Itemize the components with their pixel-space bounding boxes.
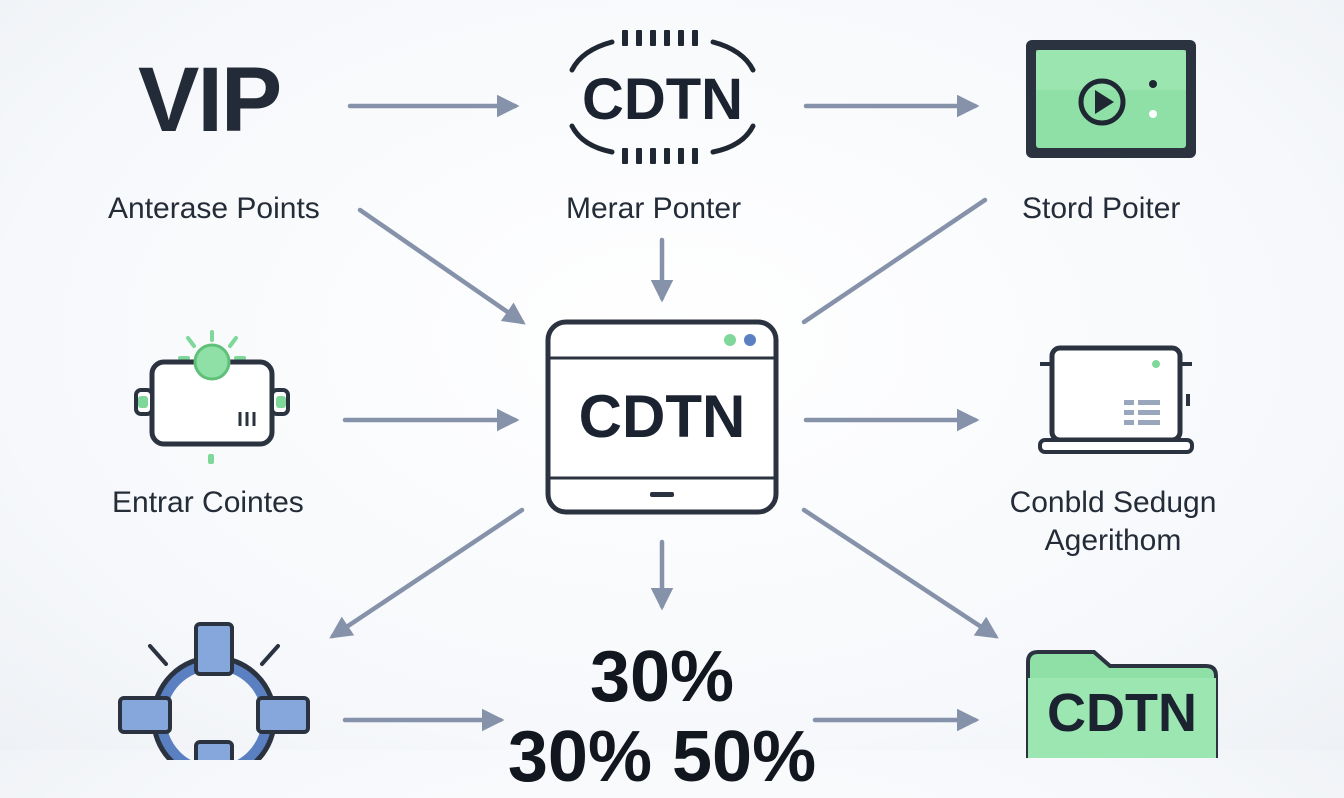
target-crosshair-icon	[116, 620, 312, 781]
cdtn-top-logo: CDTN	[560, 22, 765, 172]
arrow-stord-to-center	[801, 197, 988, 325]
play-screen-icon	[1022, 36, 1202, 169]
arrow-center-to-target	[329, 507, 525, 639]
cdtn-bracket-icon	[569, 30, 756, 164]
arrow-anterase-to-center	[357, 207, 526, 325]
stord-poiter-label: Stord Poiter	[1022, 192, 1181, 225]
folder-logo-text: CDTN	[1047, 683, 1197, 743]
laptop-icon	[1038, 342, 1194, 467]
center-logo-text: CDTN	[578, 383, 746, 450]
entrar-cointes-label: Entrar Cointes	[112, 486, 304, 519]
conbld-sedugn-label: Conbld Sedugn	[1009, 486, 1217, 519]
merar-ponter-label: Merar Ponter	[566, 192, 742, 225]
cdtn-folder-icon: CDTN	[1024, 648, 1220, 763]
anterase-points-label: Anterase Points	[108, 192, 320, 225]
vip-title: VIP	[138, 49, 282, 151]
cdtn-top-logo-text: CDTN	[581, 67, 744, 132]
arrow-center-to-folder	[801, 507, 999, 639]
sun-device-icon	[130, 326, 298, 475]
percent-secondary: 30% 50%	[507, 717, 817, 797]
connector-arrows	[329, 94, 999, 732]
center-monitor: CDTN	[544, 318, 780, 527]
percent-primary: 30%	[589, 637, 735, 717]
agerithom-label: Agerithom	[1044, 524, 1182, 557]
